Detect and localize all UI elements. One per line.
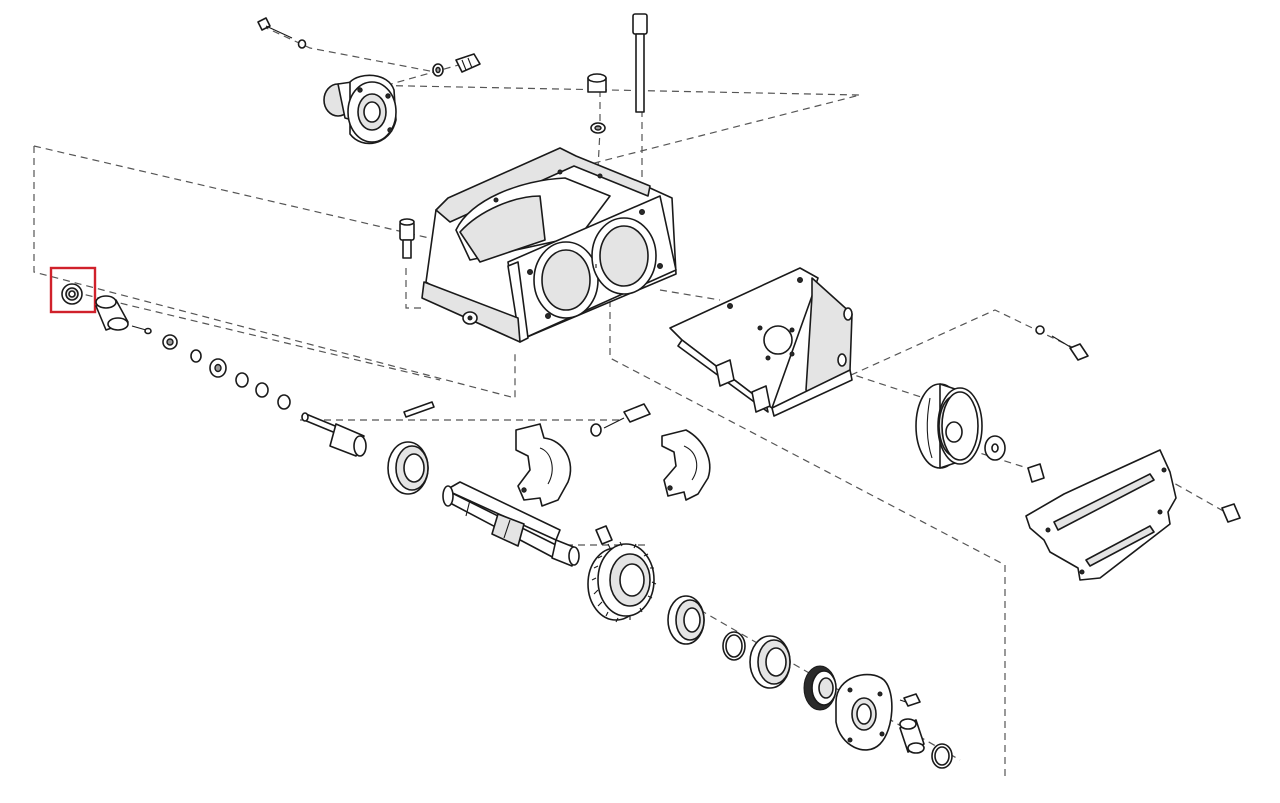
- ball-bearing-left: [387, 441, 429, 495]
- motor-bracket: [669, 267, 853, 417]
- pulley-bolt: [1027, 463, 1045, 483]
- housing-cap-screw: [399, 218, 415, 259]
- pulley-washer: [984, 435, 1006, 461]
- top-flange-housing: [323, 74, 397, 145]
- end-circlip: [931, 743, 953, 769]
- oil-seal: [803, 665, 837, 711]
- clamp-screw: [590, 403, 651, 437]
- plate-bolt: [1221, 503, 1241, 523]
- top-screw: [257, 17, 307, 49]
- bracket-screw: [1035, 325, 1089, 361]
- sleeve-bushing: [95, 295, 129, 331]
- vent-plug: [587, 73, 607, 134]
- small-washer: [190, 349, 202, 363]
- small-screw: [131, 325, 152, 335]
- main-shaft: [442, 481, 580, 567]
- cover-screw: [899, 693, 921, 707]
- ball-bearing-right: [749, 635, 791, 689]
- seal-ring: [61, 283, 83, 305]
- long-stud: [632, 13, 648, 113]
- circlip-mid: [722, 631, 746, 661]
- clamp-half-left: [515, 423, 572, 507]
- o-rings: [235, 372, 291, 410]
- input-shaft: [301, 412, 367, 457]
- spur-gear: [587, 541, 657, 623]
- small-bearing: [209, 358, 227, 378]
- shaft-key: [595, 525, 613, 545]
- drive-pulley: [915, 383, 983, 469]
- end-sleeve: [899, 718, 925, 754]
- top-fitting: [432, 53, 481, 77]
- assembly-guide-lines: [33, 25, 1226, 780]
- mounting-plate: [1025, 449, 1177, 581]
- hex-nut: [162, 334, 178, 350]
- roll-pin: [403, 401, 435, 418]
- highlight-box: [49, 266, 97, 314]
- ball-bearing-mid: [667, 595, 705, 645]
- clamp-half-right: [661, 429, 711, 501]
- gearbox-housing: [421, 147, 677, 343]
- end-cover: [835, 673, 893, 751]
